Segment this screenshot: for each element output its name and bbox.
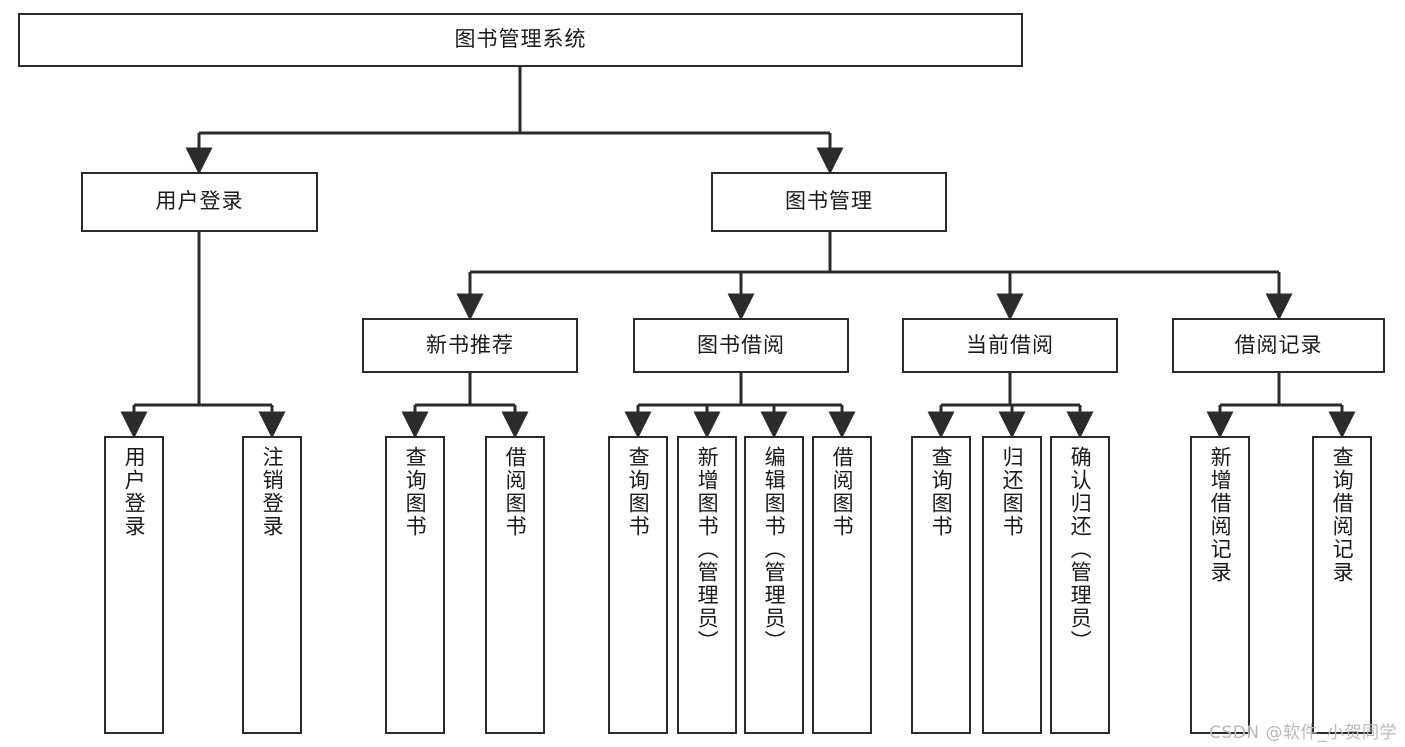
node-leaf-logout-label: 注销登录 xyxy=(260,446,285,538)
node-leaf-query-record[interactable]: 查询借阅记录 xyxy=(1312,436,1372,734)
node-book-borrow-label: 图书借阅 xyxy=(697,332,785,357)
node-leaf-query-book-1-label: 查询图书 xyxy=(403,446,428,538)
node-leaf-borrow-book-2-label: 借阅图书 xyxy=(830,446,855,538)
node-leaf-logout[interactable]: 注销登录 xyxy=(242,436,302,734)
node-current-borrow-label: 当前借阅 xyxy=(966,332,1054,357)
node-leaf-add-record[interactable]: 新增借阅记录 xyxy=(1190,436,1250,734)
node-leaf-borrow-book-1[interactable]: 借阅图书 xyxy=(485,436,545,734)
node-leaf-query-book-2-label: 查询图书 xyxy=(626,446,651,538)
node-leaf-edit-book[interactable]: 编辑图书（管理员） xyxy=(744,436,804,734)
node-leaf-query-book-3[interactable]: 查询图书 xyxy=(911,436,971,734)
node-leaf-confirm-return[interactable]: 确认归还（管理员） xyxy=(1050,436,1110,734)
node-borrow-record-label: 借阅记录 xyxy=(1234,332,1323,357)
node-book-manage[interactable]: 图书管理 xyxy=(711,172,947,232)
node-root-label: 图书管理系统 xyxy=(454,27,587,52)
node-book-borrow[interactable]: 图书借阅 xyxy=(633,318,849,373)
node-leaf-user-login-label: 用户登录 xyxy=(122,446,147,538)
node-leaf-query-record-label: 查询借阅记录 xyxy=(1330,446,1355,584)
node-current-borrow[interactable]: 当前借阅 xyxy=(902,318,1118,373)
node-leaf-add-book[interactable]: 新增图书（管理员） xyxy=(677,436,737,734)
node-root[interactable]: 图书管理系统 xyxy=(18,13,1023,67)
node-leaf-return-book[interactable]: 归还图书 xyxy=(982,436,1042,734)
node-leaf-query-book-2[interactable]: 查询图书 xyxy=(608,436,668,734)
node-leaf-query-book-1[interactable]: 查询图书 xyxy=(385,436,445,734)
node-user-login-label: 用户登录 xyxy=(155,189,244,214)
node-leaf-query-book-3-label: 查询图书 xyxy=(929,446,954,538)
node-borrow-record[interactable]: 借阅记录 xyxy=(1172,318,1385,373)
node-leaf-return-book-label: 归还图书 xyxy=(1000,446,1025,538)
node-leaf-confirm-return-label: 确认归还（管理员） xyxy=(1068,446,1093,653)
node-leaf-borrow-book-2[interactable]: 借阅图书 xyxy=(812,436,872,734)
node-new-book-recommend-label: 新书推荐 xyxy=(426,332,514,357)
node-leaf-borrow-book-1-label: 借阅图书 xyxy=(503,446,528,538)
node-new-book-recommend[interactable]: 新书推荐 xyxy=(362,318,578,373)
node-user-login[interactable]: 用户登录 xyxy=(81,172,318,232)
node-leaf-add-record-label: 新增借阅记录 xyxy=(1208,446,1233,584)
node-leaf-user-login[interactable]: 用户登录 xyxy=(104,436,164,734)
node-leaf-edit-book-label: 编辑图书（管理员） xyxy=(762,446,787,653)
watermark-text: CSDN @软件_小贺同学 xyxy=(1209,723,1397,743)
node-leaf-add-book-label: 新增图书（管理员） xyxy=(695,446,720,653)
node-book-manage-label: 图书管理 xyxy=(785,189,873,214)
